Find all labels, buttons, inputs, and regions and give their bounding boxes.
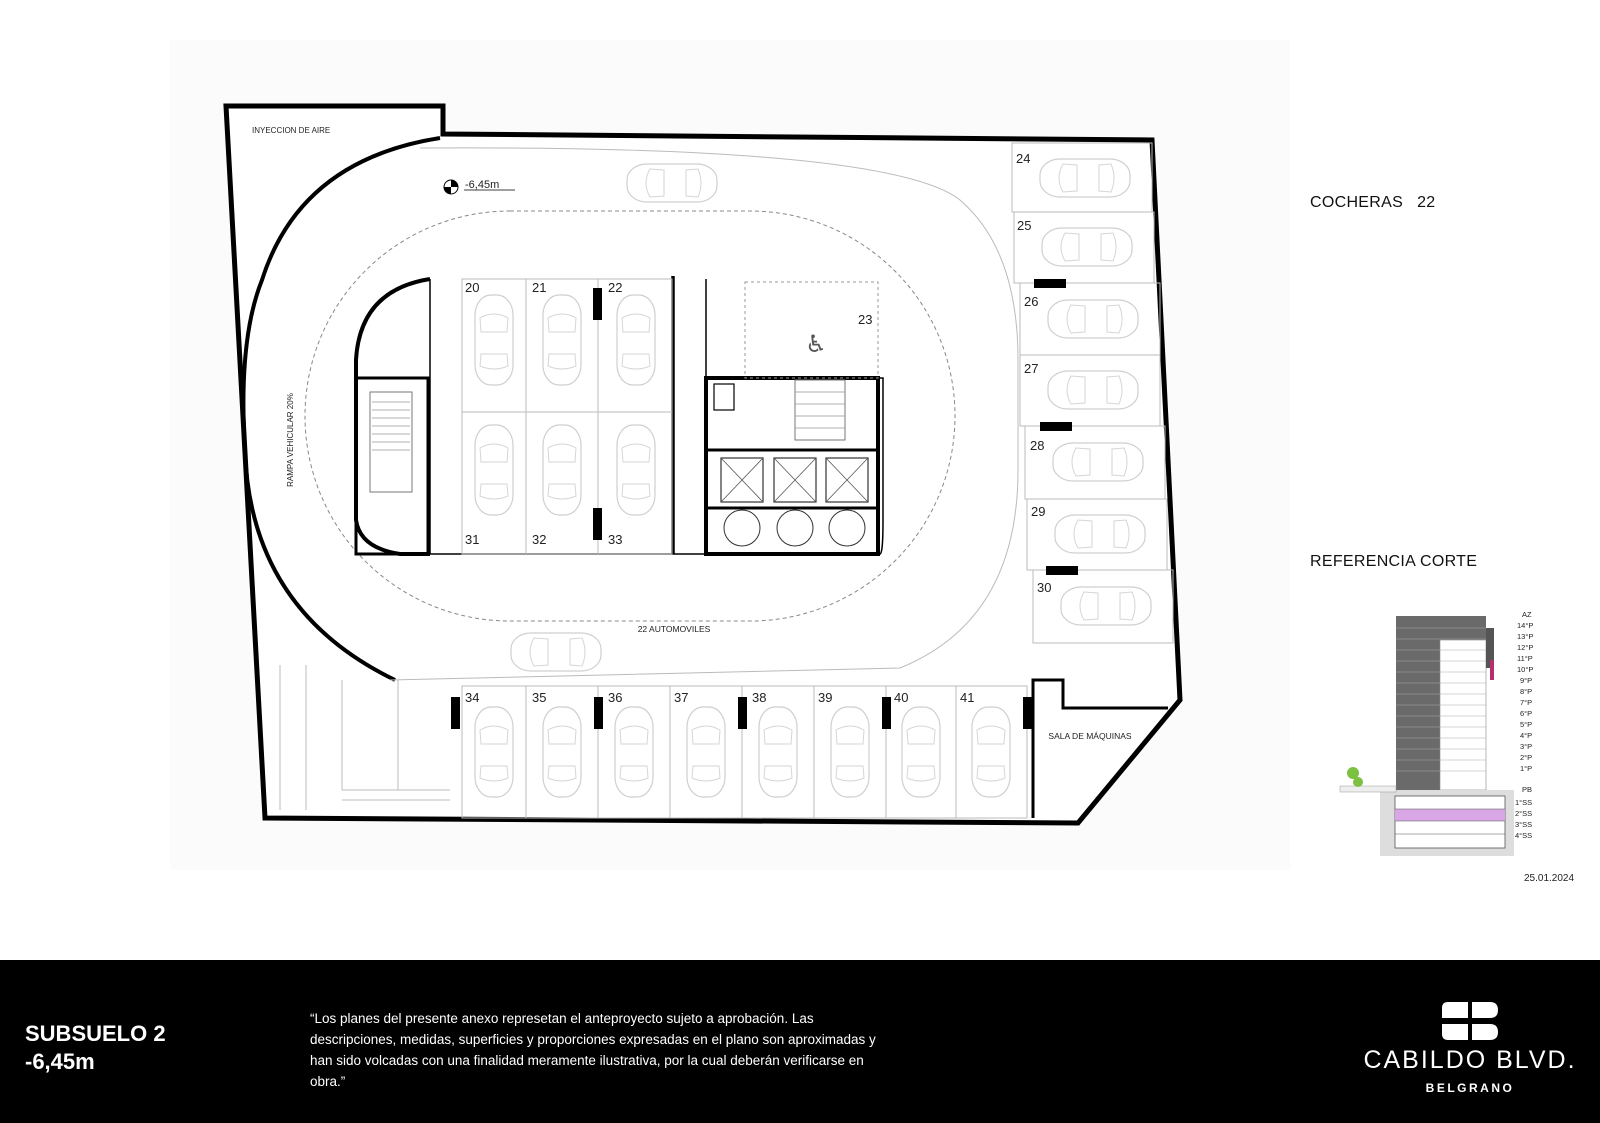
space-number: 22 xyxy=(608,280,622,295)
floor-label: PB xyxy=(1522,785,1532,794)
floor-label: 6°P xyxy=(1520,709,1532,718)
svg-text:♿: ♿ xyxy=(805,330,827,358)
space-number: 21 xyxy=(532,280,546,295)
space-number: 40 xyxy=(894,690,908,705)
ramp-inner-track xyxy=(304,210,956,622)
space-number: 27 xyxy=(1024,361,1038,376)
space-number: 26 xyxy=(1024,294,1038,309)
floor-label: 4°P xyxy=(1520,731,1532,740)
level-title: SUBSUELO 2 -6,45m xyxy=(25,1020,166,1076)
space-number: 41 xyxy=(960,690,974,705)
space-number: 23 xyxy=(858,312,872,327)
ramp-outer-curve xyxy=(241,136,441,682)
space-number: 34 xyxy=(465,690,479,705)
space-number: 35 xyxy=(532,690,546,705)
label-ramp: RAMPA VEHICULAR 20% xyxy=(286,393,295,487)
floor-label: AZ xyxy=(1522,610,1532,619)
plan-date: 25.01.2024 xyxy=(1524,873,1575,884)
level-title-name: SUBSUELO 2 xyxy=(25,1021,166,1046)
floor-label: 10°P xyxy=(1517,665,1533,674)
space-number: 33 xyxy=(608,532,622,547)
footer-bar xyxy=(0,960,1600,1123)
floor-label: 13°P xyxy=(1517,632,1533,641)
floor-label: 14°P xyxy=(1517,621,1533,630)
section-reference-diagram xyxy=(1339,616,1514,856)
space-number: 25 xyxy=(1017,218,1031,233)
section-reference-title: REFERENCIA CORTE xyxy=(1310,553,1478,570)
level-marker: -6,45m xyxy=(465,179,499,191)
space-number: 39 xyxy=(818,690,832,705)
floor-label: 1°SS xyxy=(1515,798,1532,807)
level-title-height: -6,45m xyxy=(25,1049,95,1074)
space-number: 24 xyxy=(1016,151,1030,166)
space-number: 38 xyxy=(752,690,766,705)
label-machine-room: SALA DE MÁQUINAS xyxy=(1048,731,1131,741)
brand-mark-icon xyxy=(1442,1002,1498,1040)
floor-label: 4°SS xyxy=(1515,831,1532,840)
space-number: 20 xyxy=(465,280,479,295)
brand-logo: CABILDO BLVD. BELGRANO xyxy=(1360,1002,1580,1095)
floor-label: 5°P xyxy=(1520,720,1532,729)
parking-count: COCHERAS 22 xyxy=(1310,194,1450,212)
floor-label: 2°P xyxy=(1520,753,1532,762)
floor-label: 9°P xyxy=(1520,676,1532,685)
disclaimer-text: “Los planes del presente anexo represeta… xyxy=(310,1011,876,1089)
label-air-injection: INYECCION DE AIRE xyxy=(252,126,330,135)
floor-label: 8°P xyxy=(1520,687,1532,696)
space-number: 36 xyxy=(608,690,622,705)
space-number: 30 xyxy=(1037,580,1051,595)
floor-label: 7°P xyxy=(1520,698,1532,707)
floor-label: 1°P xyxy=(1520,764,1532,773)
central-core xyxy=(429,279,884,555)
brand-name: CABILDO BLVD. xyxy=(1363,1046,1577,1074)
floor-label: 2°SS xyxy=(1515,809,1532,818)
parking-count-label: COCHERAS xyxy=(1310,194,1404,211)
brand-subtitle: BELGRANO xyxy=(1425,1081,1515,1095)
floor-label: 3°SS xyxy=(1515,820,1532,829)
label-cars-total: 22 AUTOMOVILES xyxy=(638,624,711,634)
floor-plan-drawing: ♿ -6,45m INYECC xyxy=(223,103,1534,856)
highlight-current-level xyxy=(1395,809,1505,821)
floor-plan-area: ♿ -6,45m INYECC xyxy=(223,103,1575,884)
floor-label: 3°P xyxy=(1520,742,1532,751)
floor-label: 11°P xyxy=(1517,654,1533,663)
space-number: 28 xyxy=(1030,438,1044,453)
space-number: 37 xyxy=(674,690,688,705)
space-number: 29 xyxy=(1031,504,1045,519)
floor-label: 12°P xyxy=(1517,643,1533,652)
parking-count-value: 22 xyxy=(1417,194,1436,211)
space-number: 31 xyxy=(465,532,479,547)
space-number: 32 xyxy=(532,532,546,547)
outer-wall xyxy=(223,103,1183,826)
